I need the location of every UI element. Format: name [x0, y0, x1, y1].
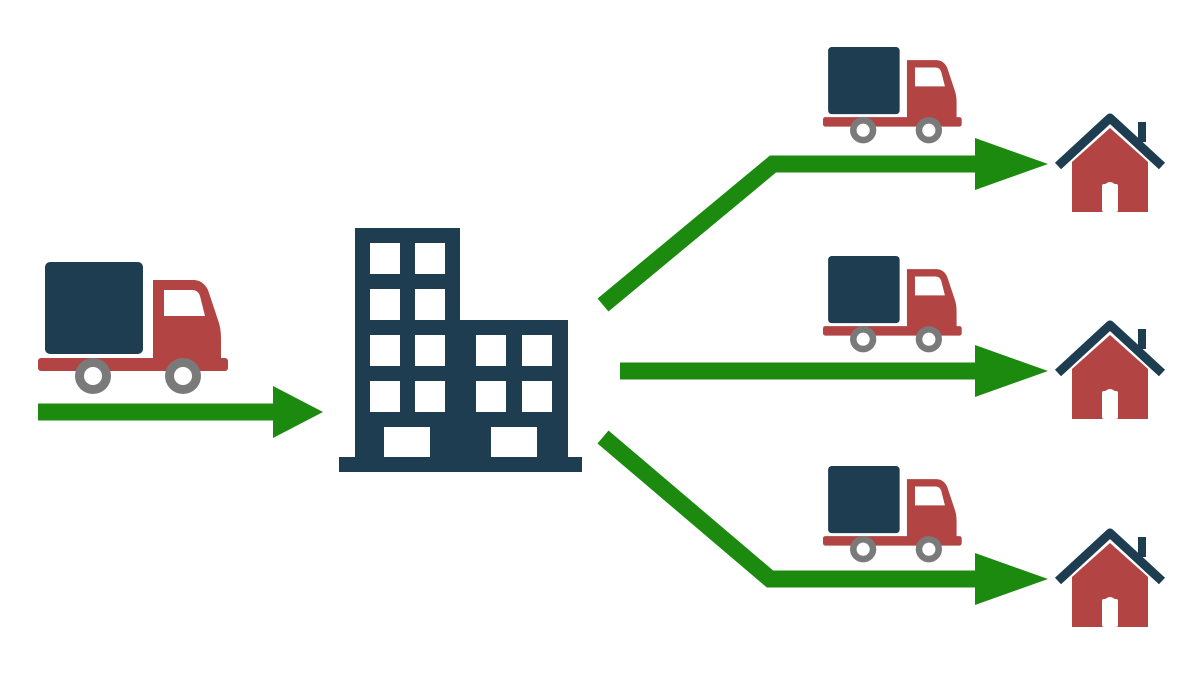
delivery-truck-icon — [823, 256, 962, 353]
house-icon — [1058, 118, 1162, 212]
inbound-arrow — [38, 386, 323, 438]
house-icon — [1058, 533, 1162, 627]
delivery-truck-icon — [823, 466, 962, 563]
outbound-arrow-top — [597, 138, 1048, 312]
warehouse-building-icon — [339, 228, 582, 472]
house-icon — [1058, 325, 1162, 419]
outbound-arrow-middle — [620, 345, 1048, 397]
outbound-arrow-bottom — [597, 430, 1048, 605]
delivery-truck-icon — [38, 262, 228, 394]
delivery-truck-icon — [823, 47, 962, 144]
